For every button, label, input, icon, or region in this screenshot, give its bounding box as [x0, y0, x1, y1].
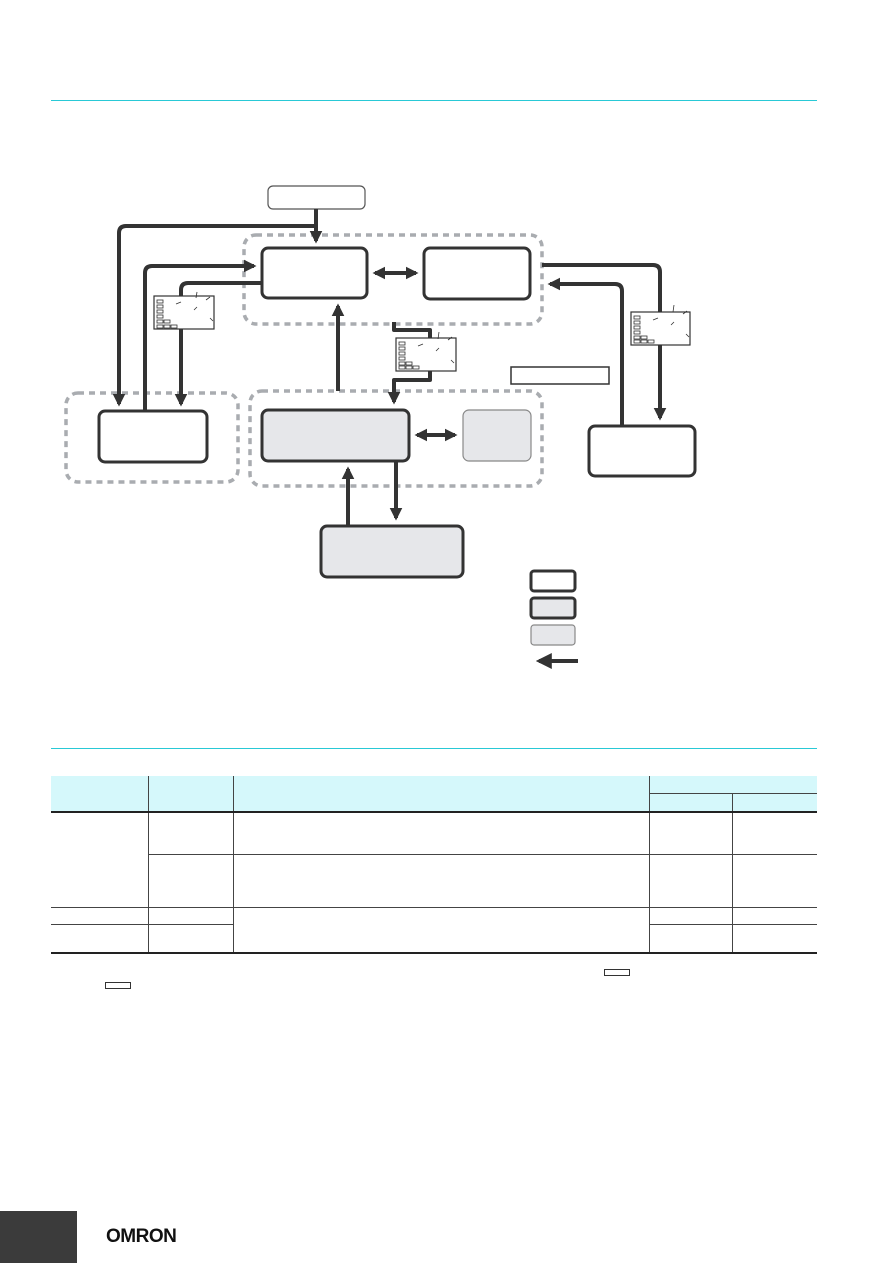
- table-cell: [731, 907, 817, 925]
- table-cell: [731, 924, 817, 954]
- table-header-cell: [648, 793, 732, 813]
- display-icon-1: [153, 291, 215, 330]
- spec-table: [51, 776, 817, 954]
- table-cell: [147, 907, 233, 925]
- table-row: [51, 907, 817, 954]
- brand-logo-text: OMRON: [106, 1226, 176, 1246]
- section-rule-table: [51, 748, 817, 749]
- group-outline-top: [242, 233, 544, 326]
- table-header-group-cell: [648, 776, 817, 794]
- table-cell: [147, 854, 233, 908]
- legend-swatch-white-bold: [529, 569, 577, 593]
- table-cell: [147, 924, 233, 954]
- section-rule-top: [51, 100, 817, 101]
- table-cell: [648, 854, 732, 908]
- footnote-display-glyph-2: [105, 982, 131, 989]
- legend-swatch-gray-bold: [529, 596, 577, 620]
- table-cell: [147, 812, 233, 855]
- arrow-start-to-left: [112, 224, 316, 407]
- legend-swatch-gray-thin: [530, 624, 576, 646]
- mode-box-left: [97, 409, 209, 464]
- legend: [529, 569, 578, 669]
- table-cell: [51, 812, 148, 908]
- table-cell: [648, 924, 732, 954]
- display-icon-3: [630, 304, 691, 346]
- brand-logo: OMRON: [106, 1226, 177, 1246]
- display-icon-2: [395, 331, 457, 372]
- table-header-cell: [51, 776, 148, 813]
- table-cell: [51, 924, 148, 954]
- mode-box-top-left: [260, 246, 369, 300]
- table-row: [51, 854, 817, 908]
- table-cell: [731, 854, 817, 908]
- mode-box-right: [587, 424, 697, 478]
- mode-box-bottom: [319, 524, 465, 579]
- arrow-right-to-top-right: [547, 277, 624, 426]
- mode-box-middle: [260, 408, 411, 463]
- table-header-cell: [147, 776, 233, 813]
- arrow-left-to-top-left: [143, 259, 257, 411]
- footnote-display-glyph-1: [604, 969, 630, 976]
- group-outline-left: [64, 391, 240, 484]
- table-header-cell: [232, 776, 649, 813]
- arrow-top-left-to-left: [174, 281, 262, 407]
- table-row: [51, 924, 817, 954]
- table-cell: [232, 854, 649, 908]
- table-header-cell: [731, 793, 817, 813]
- mode-box-middle-right: [462, 409, 532, 462]
- table-cell: [232, 812, 649, 855]
- table-cell: [648, 812, 732, 855]
- table-cell: [731, 812, 817, 855]
- footer-page-tab: [0, 1211, 77, 1263]
- table-cell: [648, 907, 732, 925]
- table-row: [51, 812, 817, 908]
- start-label-box: [267, 185, 366, 210]
- state-flow-diagram: [64, 185, 697, 669]
- table-cell: [51, 907, 148, 925]
- mode-box-top-right: [422, 246, 532, 301]
- table-cell: [232, 907, 649, 954]
- arrow-top-right-to-right: [542, 263, 667, 421]
- note-label-box: [510, 366, 610, 385]
